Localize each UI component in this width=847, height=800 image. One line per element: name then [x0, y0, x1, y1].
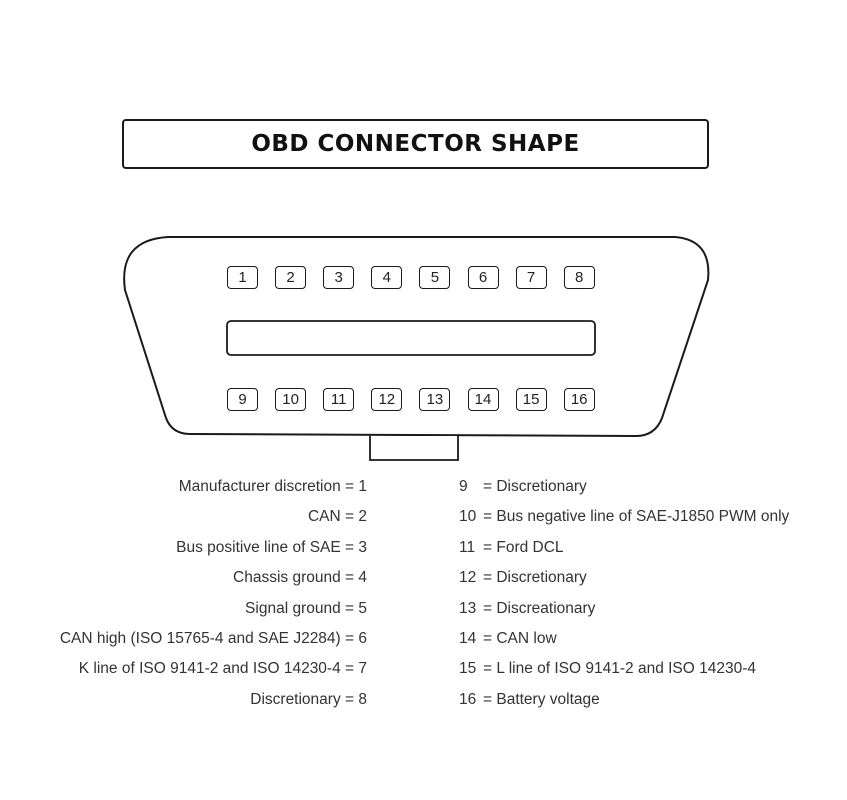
- pin-4: 4: [371, 266, 403, 289]
- legend-right-item: 15 = L line of ISO 9141-2 and ISO 14230-4: [459, 658, 789, 688]
- legend-right-item: 9 = Discretionary: [459, 476, 789, 506]
- legend-pin-number: 14: [459, 629, 477, 647]
- legend-left-item: CAN high (ISO 15765-4 and SAE J2284) = 6: [59, 629, 367, 647]
- pin-14: 14: [467, 388, 499, 411]
- pin-10: 10: [275, 388, 307, 411]
- legend-left-item: Signal ground = 5: [245, 599, 367, 617]
- legend-pin-description: = Bus negative line of SAE-J1850 PWM onl…: [483, 508, 790, 526]
- pin-7: 7: [515, 266, 547, 289]
- legend-pin-number: 15: [459, 660, 477, 678]
- diagram-title: OBD CONNECTOR SHAPE: [122, 119, 709, 169]
- pin-15: 15: [515, 388, 547, 411]
- legend-right-column: 9 = Discretionary 10 = Bus negative line of…: [459, 476, 789, 719]
- pin-8: 8: [563, 266, 595, 289]
- legend-pin-number: 16: [459, 690, 477, 708]
- pin-16: 16: [563, 388, 595, 411]
- pin-5: 5: [419, 266, 451, 289]
- legend-right-item: 16 = Battery voltage: [459, 689, 789, 719]
- legend-right-item: 12 = Discretionary: [459, 567, 789, 597]
- legend-right-item: 14 = CAN low: [459, 628, 789, 658]
- legend-pin-description: = Discretionary: [483, 569, 587, 587]
- legend-pin-number: 12: [459, 569, 477, 587]
- legend-pin-description: = Battery voltage: [483, 690, 600, 708]
- legend-pin-description: = CAN low: [483, 629, 557, 647]
- legend-left-item: CAN = 2: [307, 508, 367, 526]
- pin-12: 12: [371, 388, 403, 411]
- legend-pin-description: = Discretionary: [483, 478, 587, 495]
- center-slot: [226, 320, 596, 356]
- legend-pin-description: = Discreationary: [483, 599, 596, 617]
- legend-right-item: 13 = Discreationary: [459, 598, 789, 628]
- pin-3: 3: [323, 266, 355, 289]
- pin-1: 1: [227, 266, 258, 289]
- legend-pin-description: = Ford DCL: [483, 538, 564, 556]
- legend-right-item: 11 = Ford DCL: [459, 537, 789, 567]
- legend-left-item: Bus positive line of SAE = 3: [176, 538, 367, 556]
- legend-left-item: Manufacturer discretion = 1: [178, 478, 367, 495]
- legend-pin-number: 11: [459, 538, 476, 556]
- pin-9: 9: [227, 388, 258, 411]
- pin-2: 2: [275, 266, 307, 289]
- legend-pin-description: = L line of ISO 9141-2 and ISO 14230-4: [483, 660, 757, 678]
- pin-13: 13: [419, 388, 451, 411]
- legend-left-column: Manufacturer discretion = 1 CAN = 2 Bus po…: [60, 476, 367, 719]
- legend-left-item: Discretionary = 8: [250, 690, 367, 708]
- pin-11: 11: [323, 388, 355, 411]
- connector-key-tab: [369, 436, 459, 461]
- legend-left-item: K line of ISO 9141-2 and ISO 14230-4 = 7: [78, 660, 367, 678]
- legend-pin-number: 13: [459, 599, 477, 617]
- pin-6: 6: [467, 266, 499, 289]
- legend-left-item: Chassis ground = 4: [233, 569, 367, 587]
- legend-pin-number: 10: [459, 508, 477, 526]
- legend-right-item: 10 = Bus negative line of SAE-J1850 PWM o…: [459, 506, 789, 536]
- legend-pin-number: 9: [459, 478, 468, 495]
